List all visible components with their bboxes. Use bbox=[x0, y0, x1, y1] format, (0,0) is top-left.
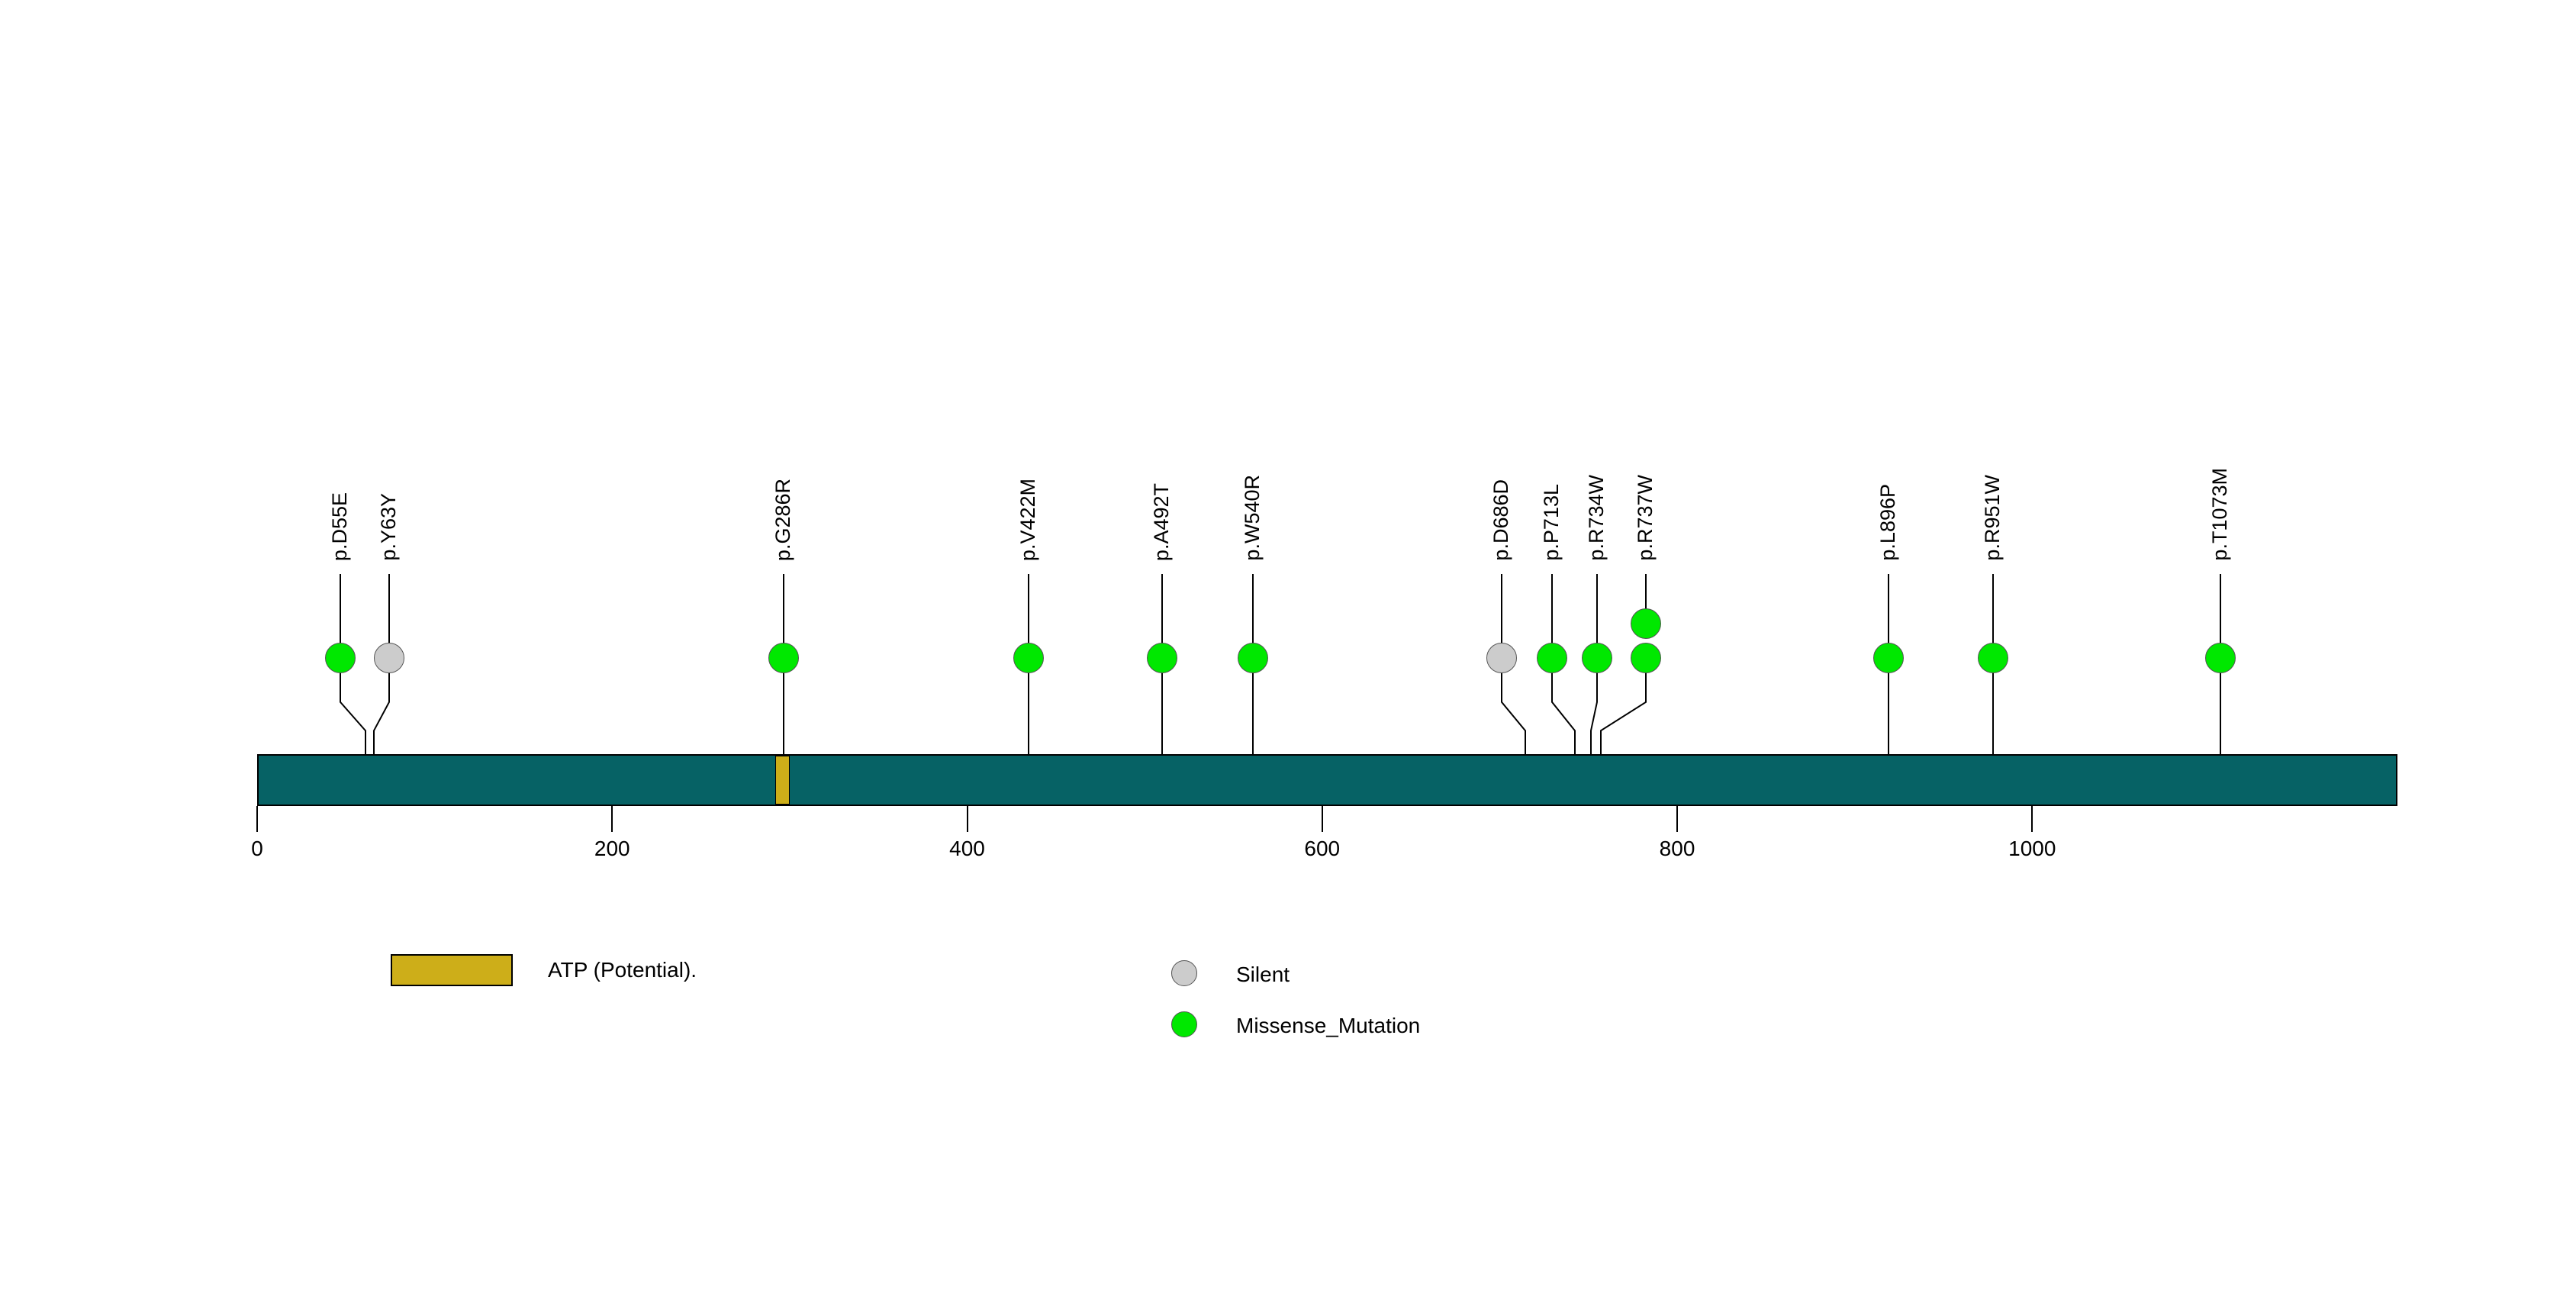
lollipop-stem-lower bbox=[1161, 670, 1163, 754]
lollipop-stem-kinked bbox=[1590, 670, 1598, 754]
axis-tick-label: 600 bbox=[1304, 837, 1341, 860]
lollipop-stem bbox=[340, 574, 341, 658]
lollipop-head[interactable] bbox=[1238, 643, 1268, 673]
axis-tick bbox=[256, 806, 258, 832]
lollipop-stem-kinked bbox=[373, 670, 390, 754]
lollipop-stem-kinked bbox=[1501, 670, 1526, 754]
lollipop-stem-kinked bbox=[1551, 670, 1576, 754]
lollipop-stem bbox=[1645, 574, 1647, 624]
lollipop-stem-lower bbox=[783, 670, 784, 754]
mutation-label: p.D686D bbox=[1489, 479, 1512, 561]
axis-tick bbox=[2031, 806, 2033, 832]
lollipop-stem-kinked bbox=[1600, 670, 1647, 754]
lollipop-stem bbox=[1992, 574, 1994, 658]
mutation-label: p.D55E bbox=[328, 492, 351, 561]
lollipop-stem bbox=[1161, 574, 1163, 658]
lollipop-stem bbox=[1501, 574, 1502, 658]
lollipop-head[interactable] bbox=[1873, 643, 1904, 673]
axis-tick-label: 400 bbox=[949, 837, 985, 860]
mutation-label: p.R737W bbox=[1634, 475, 1657, 561]
lollipop-stem-lower bbox=[1992, 670, 1994, 754]
protein-backbone-bar bbox=[257, 754, 2397, 806]
mutation-label: p.R734W bbox=[1585, 475, 1608, 561]
lollipop-head[interactable] bbox=[1631, 643, 1661, 673]
mutation-label: p.A492T bbox=[1150, 482, 1173, 561]
mutation-label: p.G286R bbox=[771, 478, 794, 561]
domain-region-atp bbox=[775, 756, 790, 805]
lollipop-head[interactable] bbox=[1582, 643, 1612, 673]
legend-label-atp: ATP (Potential). bbox=[548, 958, 697, 982]
lollipop-head[interactable] bbox=[1631, 608, 1661, 639]
lollipop-head[interactable] bbox=[2205, 643, 2236, 673]
axis-tick bbox=[966, 806, 968, 832]
axis-tick bbox=[1676, 806, 1679, 832]
legend-swatch-missense-mutation bbox=[1171, 1011, 1197, 1037]
lollipop-stem bbox=[1028, 574, 1029, 658]
mutation-label: p.P713L bbox=[1540, 484, 1563, 561]
axis-tick bbox=[1321, 806, 1323, 832]
lollipop-stem bbox=[1888, 574, 1889, 658]
lollipop-stem-lower bbox=[1252, 670, 1254, 754]
lollipop-stem-lower bbox=[1888, 670, 1889, 754]
lollipop-stem bbox=[2220, 574, 2221, 658]
lollipop-head[interactable] bbox=[1537, 643, 1567, 673]
lollipop-stem bbox=[1551, 574, 1553, 658]
mutation-label: p.Y63Y bbox=[377, 493, 400, 561]
legend-swatch-atp bbox=[391, 954, 513, 986]
lollipop-head[interactable] bbox=[1147, 643, 1177, 673]
mutation-label: p.L896P bbox=[1876, 484, 1899, 561]
axis-tick-label: 1000 bbox=[2008, 837, 2056, 860]
axis-tick-label: 0 bbox=[251, 837, 263, 860]
lollipop-stem bbox=[1252, 574, 1254, 658]
legend-label-silent: Silent bbox=[1236, 963, 1290, 986]
lollipop-head[interactable] bbox=[1013, 643, 1044, 673]
lollipop-head[interactable] bbox=[768, 643, 799, 673]
mutation-label: p.V422M bbox=[1016, 478, 1039, 561]
mutation-label: p.W540R bbox=[1241, 475, 1264, 561]
lollipop-stem bbox=[388, 574, 390, 658]
axis-tick-label: 800 bbox=[1659, 837, 1695, 860]
axis-tick-label: 200 bbox=[594, 837, 630, 860]
mutation-label: p.T1073M bbox=[2208, 468, 2231, 561]
lollipop-head[interactable] bbox=[1486, 643, 1517, 673]
lollipop-stem-lower bbox=[1028, 670, 1029, 754]
legend-swatch-silent bbox=[1171, 960, 1197, 986]
legend-label-missense-mutation: Missense_Mutation bbox=[1236, 1014, 1421, 1037]
lollipop-stem bbox=[1596, 574, 1598, 658]
mutation-label: p.R951W bbox=[1981, 475, 2004, 561]
lollipop-stem-kinked bbox=[340, 670, 366, 754]
lollipop-stem bbox=[783, 574, 784, 658]
lollipop-head[interactable] bbox=[325, 643, 356, 673]
lollipop-head[interactable] bbox=[1978, 643, 2008, 673]
axis-tick bbox=[611, 806, 613, 832]
lollipop-head[interactable] bbox=[374, 643, 404, 673]
lollipop-stem-lower bbox=[2220, 670, 2221, 754]
